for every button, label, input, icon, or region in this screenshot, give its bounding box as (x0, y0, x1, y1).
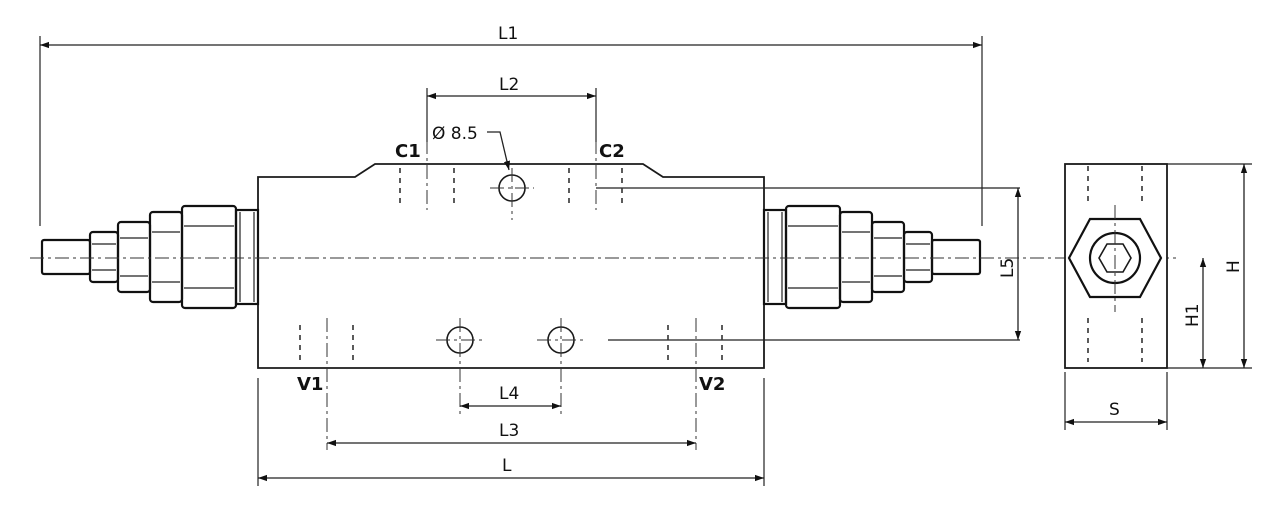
dimension-h-label: H (1224, 260, 1244, 273)
valve-body (257, 163, 765, 369)
left-lock-nut (148, 210, 184, 304)
port-v2-label: V2 (699, 374, 725, 395)
dimension-l3-label: L3 (499, 421, 519, 441)
left-hex-nut (180, 204, 238, 310)
right-cartridge (762, 204, 982, 310)
dimension-l2-label: L2 (499, 75, 519, 95)
right-spindle (930, 238, 982, 276)
dimension-l4: L4 (460, 384, 561, 410)
front-view: Ø 8.5 C1 C2 V1 V2 L1 L2 L4 L3 (30, 24, 1180, 486)
left-spindle (40, 238, 92, 276)
dimension-l2: L2 (426, 75, 597, 142)
side-hex (1067, 217, 1163, 299)
dimension-l3: L3 (327, 421, 696, 447)
dimension-l1: L1 (39, 24, 983, 226)
dimension-l-label: L (502, 456, 512, 476)
side-body (1064, 163, 1168, 369)
hole-leader (487, 131, 510, 171)
left-adjuster (116, 220, 152, 294)
right-small-nut (902, 230, 934, 284)
dimension-l5-label: L5 (998, 258, 1018, 278)
left-small-nut (88, 230, 120, 284)
side-view: H H1 S (1064, 163, 1252, 430)
right-adjuster (870, 220, 906, 294)
right-hex-nut (784, 204, 842, 310)
dimension-s-label: S (1109, 400, 1120, 420)
dimension-h: H (1167, 163, 1252, 369)
side-inner-hex (1098, 243, 1132, 273)
left-cartridge (40, 204, 260, 310)
port-c2-label: C2 (599, 141, 625, 162)
port-v1-label: V1 (297, 374, 323, 395)
left-o-ring-seat (234, 208, 260, 306)
dimension-l5: L5 (998, 188, 1022, 340)
port-c1-label: C1 (395, 141, 421, 162)
right-lock-nut (838, 210, 874, 304)
dimension-h1: H1 (1183, 258, 1207, 368)
right-o-ring-seat (762, 208, 788, 306)
dimension-s: S (1064, 372, 1168, 430)
hole-diameter-label: Ø 8.5 (432, 124, 478, 144)
dimension-l1-label: L1 (498, 24, 518, 44)
dimension-h1-label: H1 (1183, 303, 1203, 327)
dimension-l4-label: L4 (499, 384, 519, 404)
dimension-l: L (257, 378, 765, 486)
